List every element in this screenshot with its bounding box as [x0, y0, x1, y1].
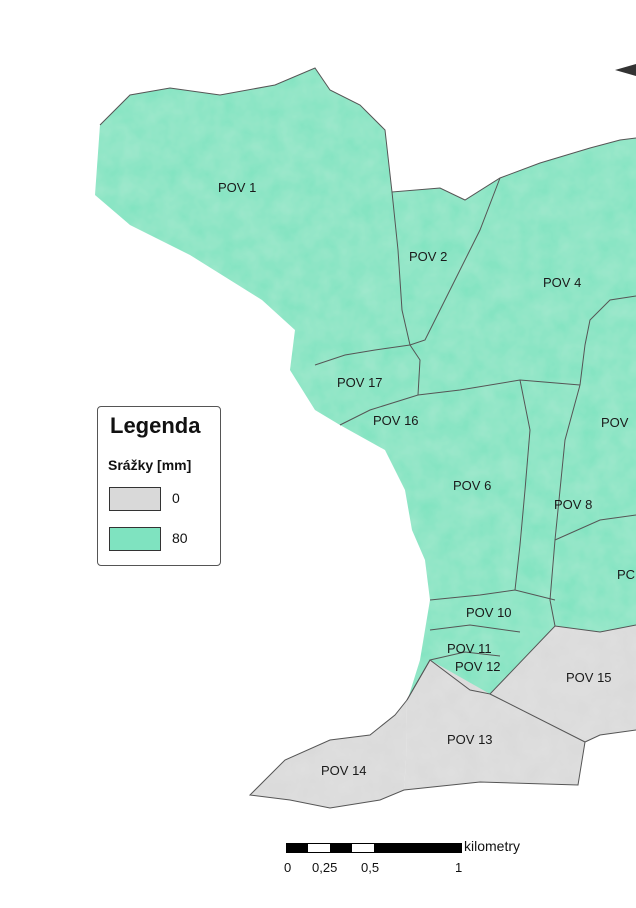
scale-segment — [308, 843, 330, 853]
label-pov2: POV 2 — [409, 249, 447, 264]
scale-tick-1: 1 — [455, 860, 463, 875]
label-pov13: POV 13 — [447, 732, 493, 747]
legend-label-80: 80 — [172, 530, 188, 546]
scale-segment — [374, 843, 462, 853]
legend-swatch-0 — [109, 487, 161, 511]
label-pov-right2: PC — [617, 567, 635, 582]
label-pov17: POV 17 — [337, 375, 383, 390]
scale-segment — [286, 843, 308, 853]
scale-tick-0: 0 — [284, 860, 292, 875]
scale-bar — [286, 843, 462, 853]
scale-tick-025: 0,25 — [312, 860, 338, 875]
scale-unit: kilometry — [464, 838, 521, 854]
label-pov10: POV 10 — [466, 605, 512, 620]
sub-basin-boundaries — [314, 177, 636, 743]
label-pov6: POV 6 — [453, 478, 491, 493]
legend-swatch-80 — [109, 527, 161, 551]
legend-subtitle: Srážky [mm] — [108, 457, 192, 473]
precip-0-area-15 — [490, 625, 636, 742]
label-pov15: POV 15 — [566, 670, 612, 685]
scale-segment — [330, 843, 352, 853]
label-pov8: POV 8 — [554, 497, 592, 512]
north-arrow-icon — [615, 64, 636, 76]
label-pov11: POV 11 — [447, 641, 492, 656]
label-pov12: POV 12 — [455, 659, 501, 674]
label-pov4: POV 4 — [543, 275, 581, 290]
label-pov14: POV 14 — [321, 763, 367, 778]
precip-0-area-13 — [404, 660, 585, 790]
legend-title: Legenda — [110, 413, 201, 438]
label-pov1: POV 1 — [218, 180, 256, 195]
scale-tick-05: 0,5 — [361, 860, 380, 875]
precip-0-area-14 — [250, 700, 407, 808]
legend-label-0: 0 — [172, 490, 180, 506]
scale-segment — [352, 843, 374, 853]
label-pov-right1: POV — [601, 415, 629, 430]
map-legend: Legenda Srážky [mm] 0 80 — [97, 406, 221, 566]
label-pov16: POV 16 — [373, 413, 419, 428]
outer-boundaries — [99, 67, 636, 809]
precip-80-area — [95, 68, 636, 705]
region-labels: POV 1 POV 2 POV 4 POV 17 POV 16 POV POV … — [218, 180, 635, 778]
